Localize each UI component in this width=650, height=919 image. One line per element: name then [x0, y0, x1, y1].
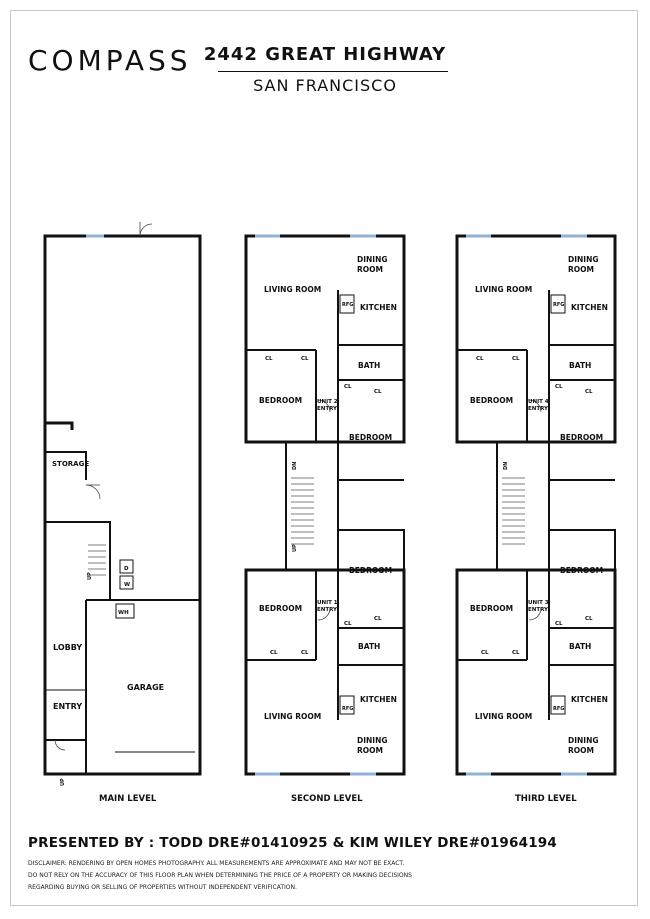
unit1-closet-label-2: CL — [374, 616, 382, 622]
presenter-line: PRESENTED BY : TODD DRE#01410925 & KIM W… — [28, 835, 557, 851]
unit2-closet-label-3: CL — [344, 384, 352, 390]
third-level-caption: THIRD LEVEL — [515, 794, 577, 804]
unit3-closet-label-1: CL — [555, 621, 563, 627]
unit4-stairs-dn-label: DN — [503, 462, 509, 470]
compass-logo: COMPASS — [28, 44, 192, 77]
unit1-rfg-label: RFG — [342, 706, 353, 712]
appliances — [115, 294, 566, 715]
unit4-kitchen-label: KITCHEN — [571, 303, 608, 312]
windows — [86, 234, 587, 776]
unit3-bath-label: BATH — [569, 642, 591, 651]
lobby-label: LOBBY — [53, 643, 82, 652]
dryer-label: D — [124, 566, 129, 572]
second-level-caption: SECOND LEVEL — [291, 794, 363, 804]
unit3-closet-label-2: CL — [585, 616, 593, 622]
property-address: 2442 GREAT HIGHWAY — [203, 44, 447, 65]
main-level-caption: MAIN LEVEL — [99, 794, 157, 804]
stairs-up-label: UP — [87, 572, 93, 580]
garage-label: GARAGE — [127, 683, 164, 692]
unit1-label: UNIT 1 — [317, 600, 338, 606]
unit2-dining-label-2: ROOM — [357, 265, 383, 274]
unit4-bath-label: BATH — [569, 361, 591, 370]
unit3-bedroom-left-label: BEDROOM — [470, 604, 513, 613]
unit1-closet-label-1: CL — [344, 621, 352, 627]
unit3-entry-label: ENTRY — [528, 607, 549, 613]
unit4-closet-label-2: CL — [512, 356, 520, 362]
disclaimer-line-2: DO NOT RELY ON THE ACCURACY OF THIS FLOO… — [28, 872, 412, 879]
door-swings — [54, 222, 542, 751]
storage-label: STORAGE — [52, 460, 89, 468]
unit3-closet-label-4: CL — [512, 650, 520, 656]
property-city: SAN FRANCISCO — [253, 76, 397, 95]
unit4-rfg-label: RFG — [553, 302, 564, 308]
unit2-closet-label-2: CL — [301, 356, 309, 362]
address-underline — [218, 71, 448, 72]
page-frame — [10, 10, 638, 906]
unit4-bedroom-left-label: BEDROOM — [470, 396, 513, 405]
washer-label: W — [124, 582, 130, 588]
entry-up-label: UP — [60, 778, 66, 786]
unit4-closet-label-1: CL — [476, 356, 484, 362]
main-level-outline — [43, 234, 202, 776]
unit2-living-room-label: LIVING ROOM — [264, 285, 321, 294]
stairs — [88, 477, 525, 576]
unit1-bedroom-right-label: BEDROOM — [349, 566, 392, 575]
unit1-bath-label: BATH — [358, 642, 380, 651]
unit4-closet-label-3: CL — [555, 384, 563, 390]
unit2-kitchen-label: KITCHEN — [360, 303, 397, 312]
disclaimer-line-3: REGARDING BUYING OR SELLING OF PROPERTIE… — [28, 884, 297, 891]
unit4-dining-label-2: ROOM — [568, 265, 594, 274]
unit2-entry-label: ENTRY — [317, 406, 338, 412]
unit4-closet-label-4: CL — [585, 389, 593, 395]
unit2-stairs-up-label: UP — [292, 544, 298, 552]
unit3-living-room-label: LIVING ROOM — [475, 712, 532, 721]
unit4-dining-label-1: DINING — [568, 255, 599, 264]
unit3-label: UNIT 3 — [528, 600, 549, 606]
disclaimer: DISCLAIMER: RENDERING BY OPEN HOMES PHOT… — [28, 858, 478, 894]
unit1-dining-label-1: DINING — [357, 736, 388, 745]
unit1-kitchen-label: KITCHEN — [360, 695, 397, 704]
unit4-label: UNIT 4 — [528, 399, 549, 405]
walls — [43, 234, 617, 776]
unit1-bedroom-left-label: BEDROOM — [259, 604, 302, 613]
unit3-dining-label-2: ROOM — [568, 746, 594, 755]
water-heater-label: WH — [118, 610, 129, 616]
unit4-entry-label: ENTRY — [528, 406, 549, 412]
unit1-living-room-label: LIVING ROOM — [264, 712, 321, 721]
unit2-label: UNIT 2 — [317, 399, 338, 405]
unit2-bath-label: BATH — [358, 361, 380, 370]
unit2-bedroom-left-label: BEDROOM — [259, 396, 302, 405]
unit1-entry-label: ENTRY — [317, 607, 338, 613]
second-level-lower-outline — [244, 568, 406, 776]
unit1-dining-label-2: ROOM — [357, 746, 383, 755]
entry-label: ENTRY — [53, 702, 82, 711]
third-level-lower-outline — [455, 568, 617, 776]
unit3-bedroom-right-label: BEDROOM — [560, 566, 603, 575]
unit3-rfg-label: RFG — [553, 706, 564, 712]
disclaimer-line-1: DISCLAIMER: RENDERING BY OPEN HOMES PHOT… — [28, 860, 405, 867]
unit2-rfg-label: RFG — [342, 302, 353, 308]
unit2-dining-label-1: DINING — [357, 255, 388, 264]
unit2-stairs-dn-label: DN — [292, 462, 298, 470]
unit1-closet-label-4: CL — [301, 650, 309, 656]
unit4-bedroom-right-label: BEDROOM — [560, 433, 603, 442]
unit2-closet-label-1: CL — [265, 356, 273, 362]
unit2-closet-label-4: CL — [374, 389, 382, 395]
unit3-closet-label-3: CL — [481, 650, 489, 656]
unit2-bedroom-right-label: BEDROOM — [349, 433, 392, 442]
unit3-kitchen-label: KITCHEN — [571, 695, 608, 704]
unit4-living-room-label: LIVING ROOM — [475, 285, 532, 294]
unit1-closet-label-3: CL — [270, 650, 278, 656]
unit3-dining-label-1: DINING — [568, 736, 599, 745]
